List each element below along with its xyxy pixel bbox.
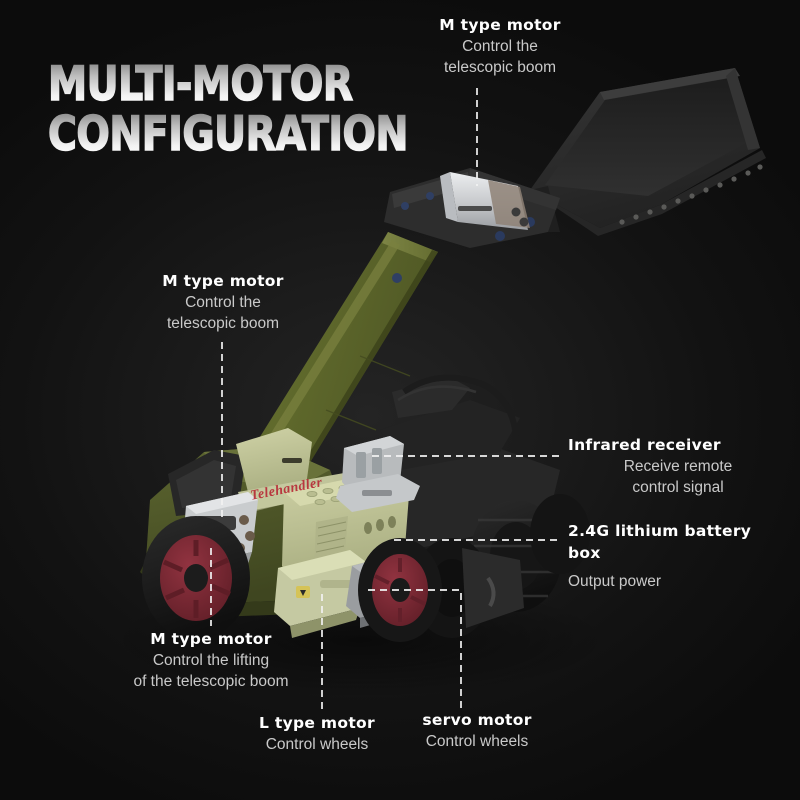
callout-battery-box: 2.4G lithium battery box Output power	[568, 520, 758, 593]
callout-body: Output power	[568, 573, 662, 590]
callout-heading: M type motor	[150, 630, 272, 648]
callout-heading: M type motor	[439, 16, 561, 34]
callout-top-boom-motor: M type motor Control the telescopic boom	[385, 16, 615, 79]
front-wheel-left	[142, 516, 250, 640]
callout-heading: servo motor	[422, 711, 532, 729]
callout-body: Receive remote control signal	[623, 458, 733, 496]
boom-tip-motor	[440, 172, 530, 230]
callout-mid-boom-motor: M type motor Control the telescopic boom	[118, 272, 328, 335]
callout-infrared-receiver: Infrared receiver Receive remote control…	[568, 436, 788, 499]
callout-heading: L type motor	[259, 714, 375, 732]
callout-heading: M type motor	[162, 272, 284, 290]
page-title: MULTI-MOTOR CONFIGURATION	[47, 60, 439, 159]
callout-body: Control the telescopic boom	[166, 294, 279, 332]
callout-body: Control wheels	[265, 736, 369, 753]
callout-servo-motor: servo motor Control wheels	[392, 711, 562, 753]
callout-body: Control wheels	[425, 733, 529, 750]
callout-heading: 2.4G lithium battery box	[568, 522, 752, 562]
callout-l-type-motor: L type motor Control wheels	[232, 714, 402, 756]
title-line-2: CONFIGURATION	[47, 110, 439, 159]
front-wheel-right	[358, 538, 442, 642]
l-type-motor-block	[274, 550, 366, 638]
infrared-receiver	[336, 436, 420, 512]
callout-heading: Infrared receiver	[568, 436, 721, 454]
callout-body: Control the lifting of the telescopic bo…	[133, 652, 289, 690]
bucket	[530, 68, 766, 236]
callout-body: Control the telescopic boom	[443, 38, 556, 76]
title-line-1: MULTI-MOTOR	[47, 60, 439, 109]
rear-wheels	[412, 500, 562, 638]
callout-lift-motor: M type motor Control the lifting of the …	[96, 630, 326, 693]
